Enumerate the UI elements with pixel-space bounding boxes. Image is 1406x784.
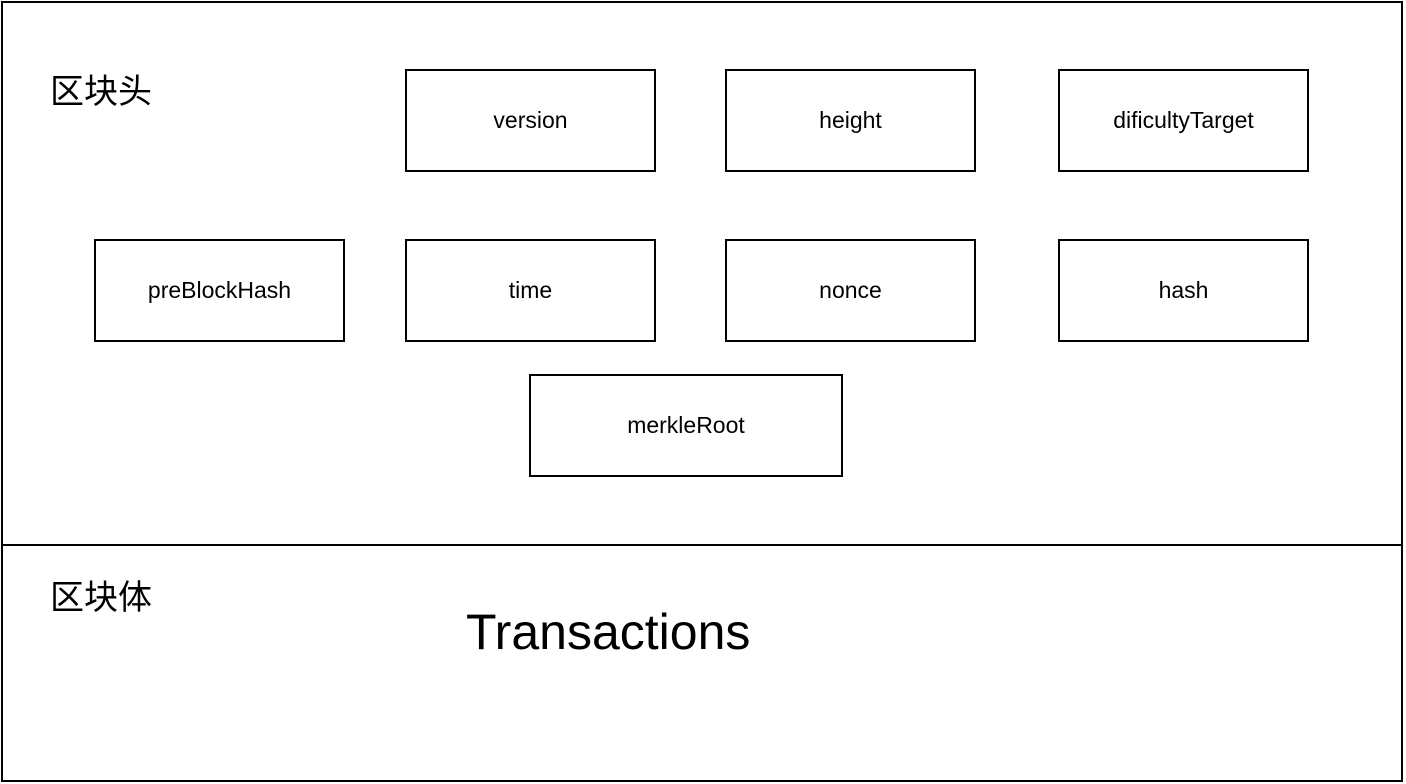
nonce-field-label: nonce: [819, 277, 882, 303]
block-body-title: 区块体: [50, 578, 152, 618]
transactions-label: Transactions: [466, 604, 751, 660]
hash-field-label: hash: [1158, 277, 1209, 303]
difficulty-target-field-box: dificultyTarget: [1058, 69, 1309, 172]
nonce-field-box: nonce: [725, 239, 976, 342]
height-field-box: height: [725, 69, 976, 172]
block-header-title: 区块头: [50, 72, 152, 112]
version-field-box: version: [405, 69, 656, 172]
time-field-label: time: [508, 277, 553, 303]
difficulty-target-field-label: dificultyTarget: [1113, 107, 1254, 133]
pre-block-hash-field-box: preBlockHash: [94, 239, 345, 342]
version-field-label: version: [493, 107, 568, 133]
merkle-root-field-label: merkleRoot: [627, 412, 745, 438]
hash-field-box: hash: [1058, 239, 1309, 342]
merkle-root-field-box: merkleRoot: [529, 374, 843, 477]
block-body-section: [1, 544, 1403, 782]
pre-block-hash-field-label: preBlockHash: [147, 277, 292, 303]
height-field-label: height: [819, 107, 882, 133]
time-field-box: time: [405, 239, 656, 342]
